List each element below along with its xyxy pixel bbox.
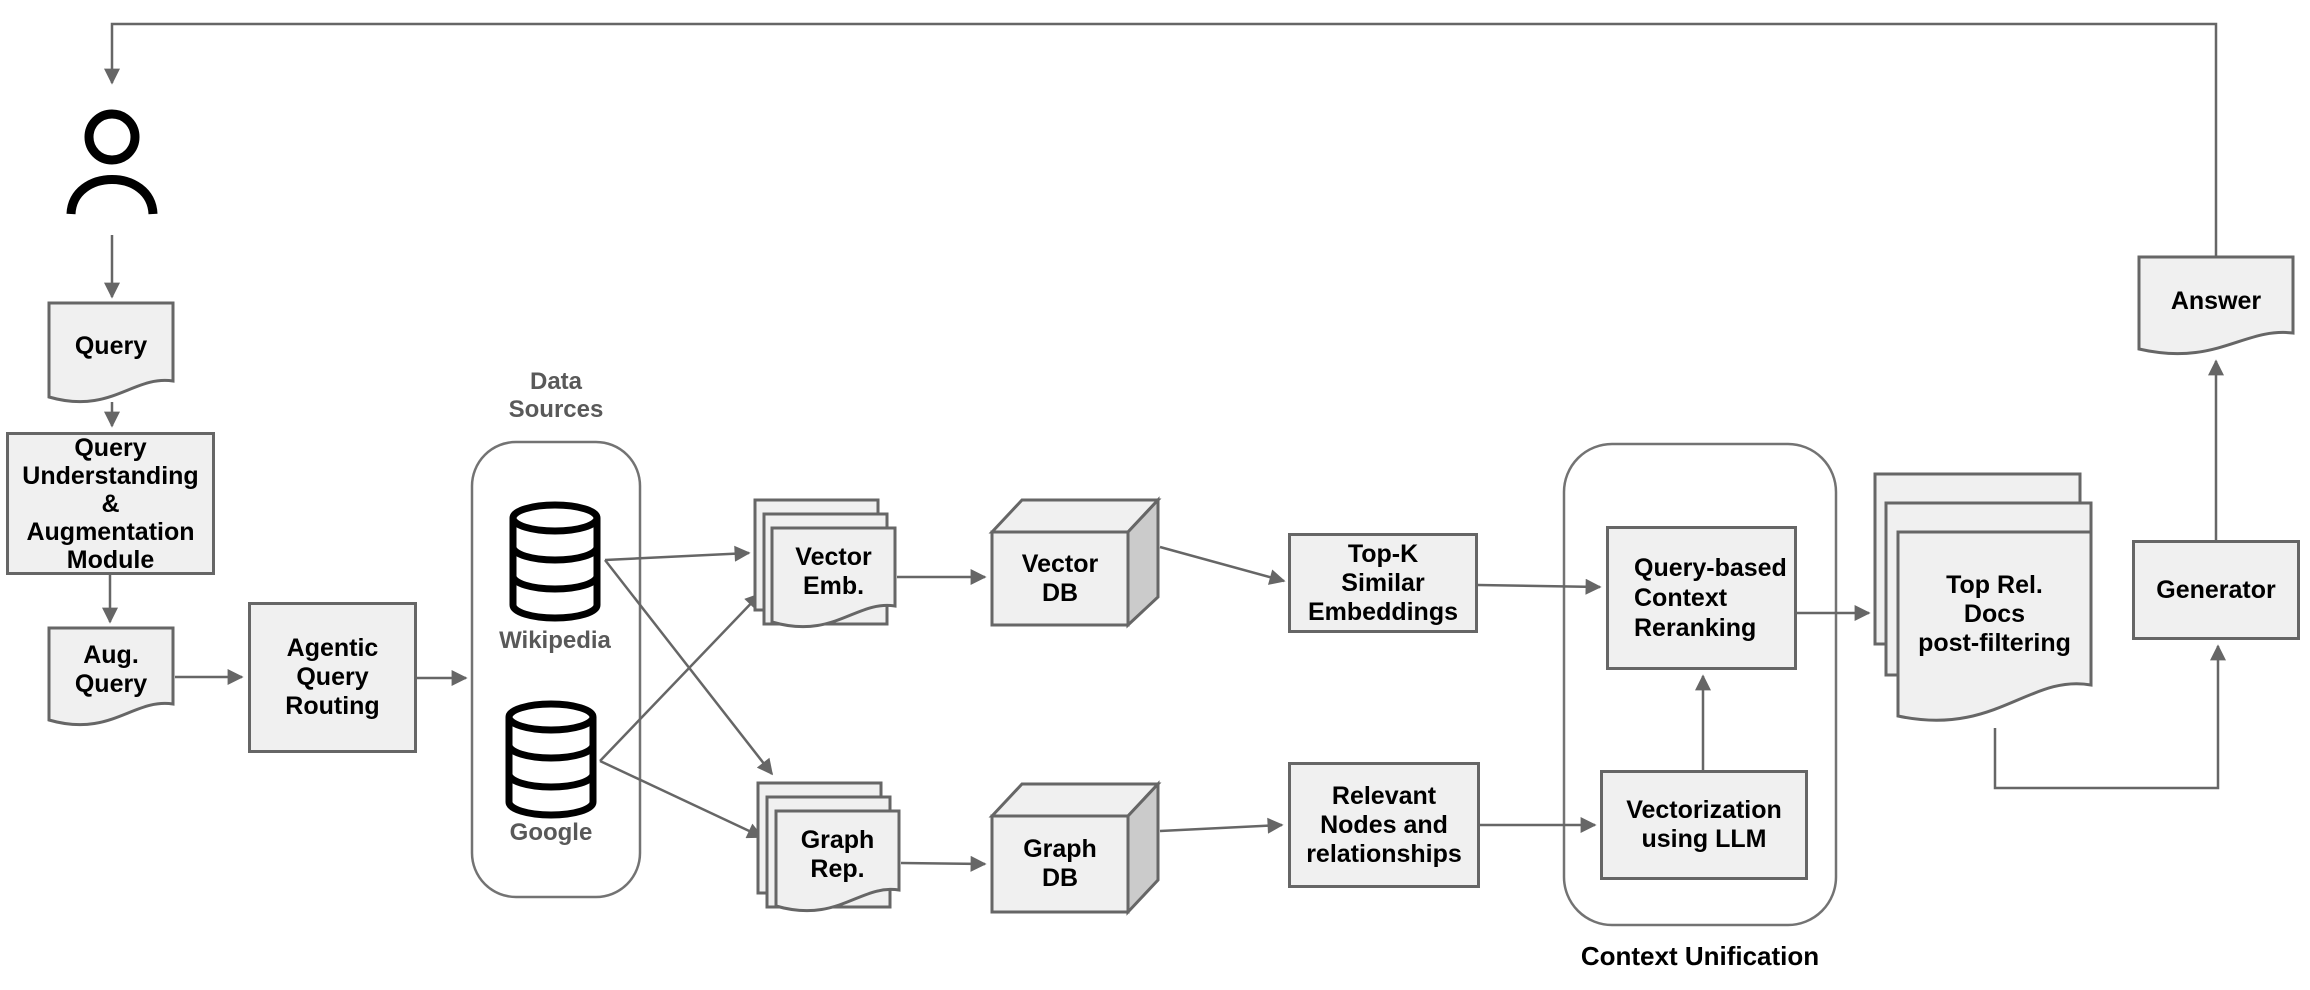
arrow-graph-db-to-relevant-nodes [1159,817,1284,834]
arrow-google-to-graph-rep [599,759,764,839]
user-shoulders [66,175,158,215]
connectors [102,22,2226,872]
node-agentic-query-routing: Agentic Query Routing [248,602,417,753]
user-icon [66,109,158,215]
node-query-understanding-augmentation-module: Query Understanding & Augmentation Modul… [6,432,215,575]
arrow-graph-rep-to-graph-db [900,855,987,872]
aug-query-document-shape [47,626,175,727]
user-head [84,109,140,165]
wikipedia-db-icon [509,501,601,622]
node-generator: Generator [2132,540,2300,640]
query-document-shape [47,301,175,404]
node-relevant-nodes-and-relationships: Relevant Nodes and relationships [1288,762,1480,888]
vector-db-cube [988,496,1162,629]
arrow-top-k-to-reranking [1477,578,1602,595]
vector-emb-stack [753,498,897,629]
google-db-icon [505,700,597,819]
arrow-wikipedia-to-vector-emb [604,545,751,562]
arrow-answer-to-user [104,22,2218,258]
node-top-k-similar-embeddings: Top-K Similar Embeddings [1288,533,1478,633]
arrow-top-docs-to-generator [1993,644,2226,790]
node-vectorization-using-llm: Vectorization using LLM [1600,770,1808,880]
arrow-google-to-vector-emb [599,592,762,762]
graph-rep-stack [756,781,901,913]
node-query-based-context-reranking: Query-based Context Reranking [1606,526,1797,670]
answer-document-shape [2137,255,2295,356]
top-docs-stack [1873,472,2093,722]
graph-db-cube [988,780,1162,916]
arrow-vector-db-to-top-k [1159,545,1286,585]
